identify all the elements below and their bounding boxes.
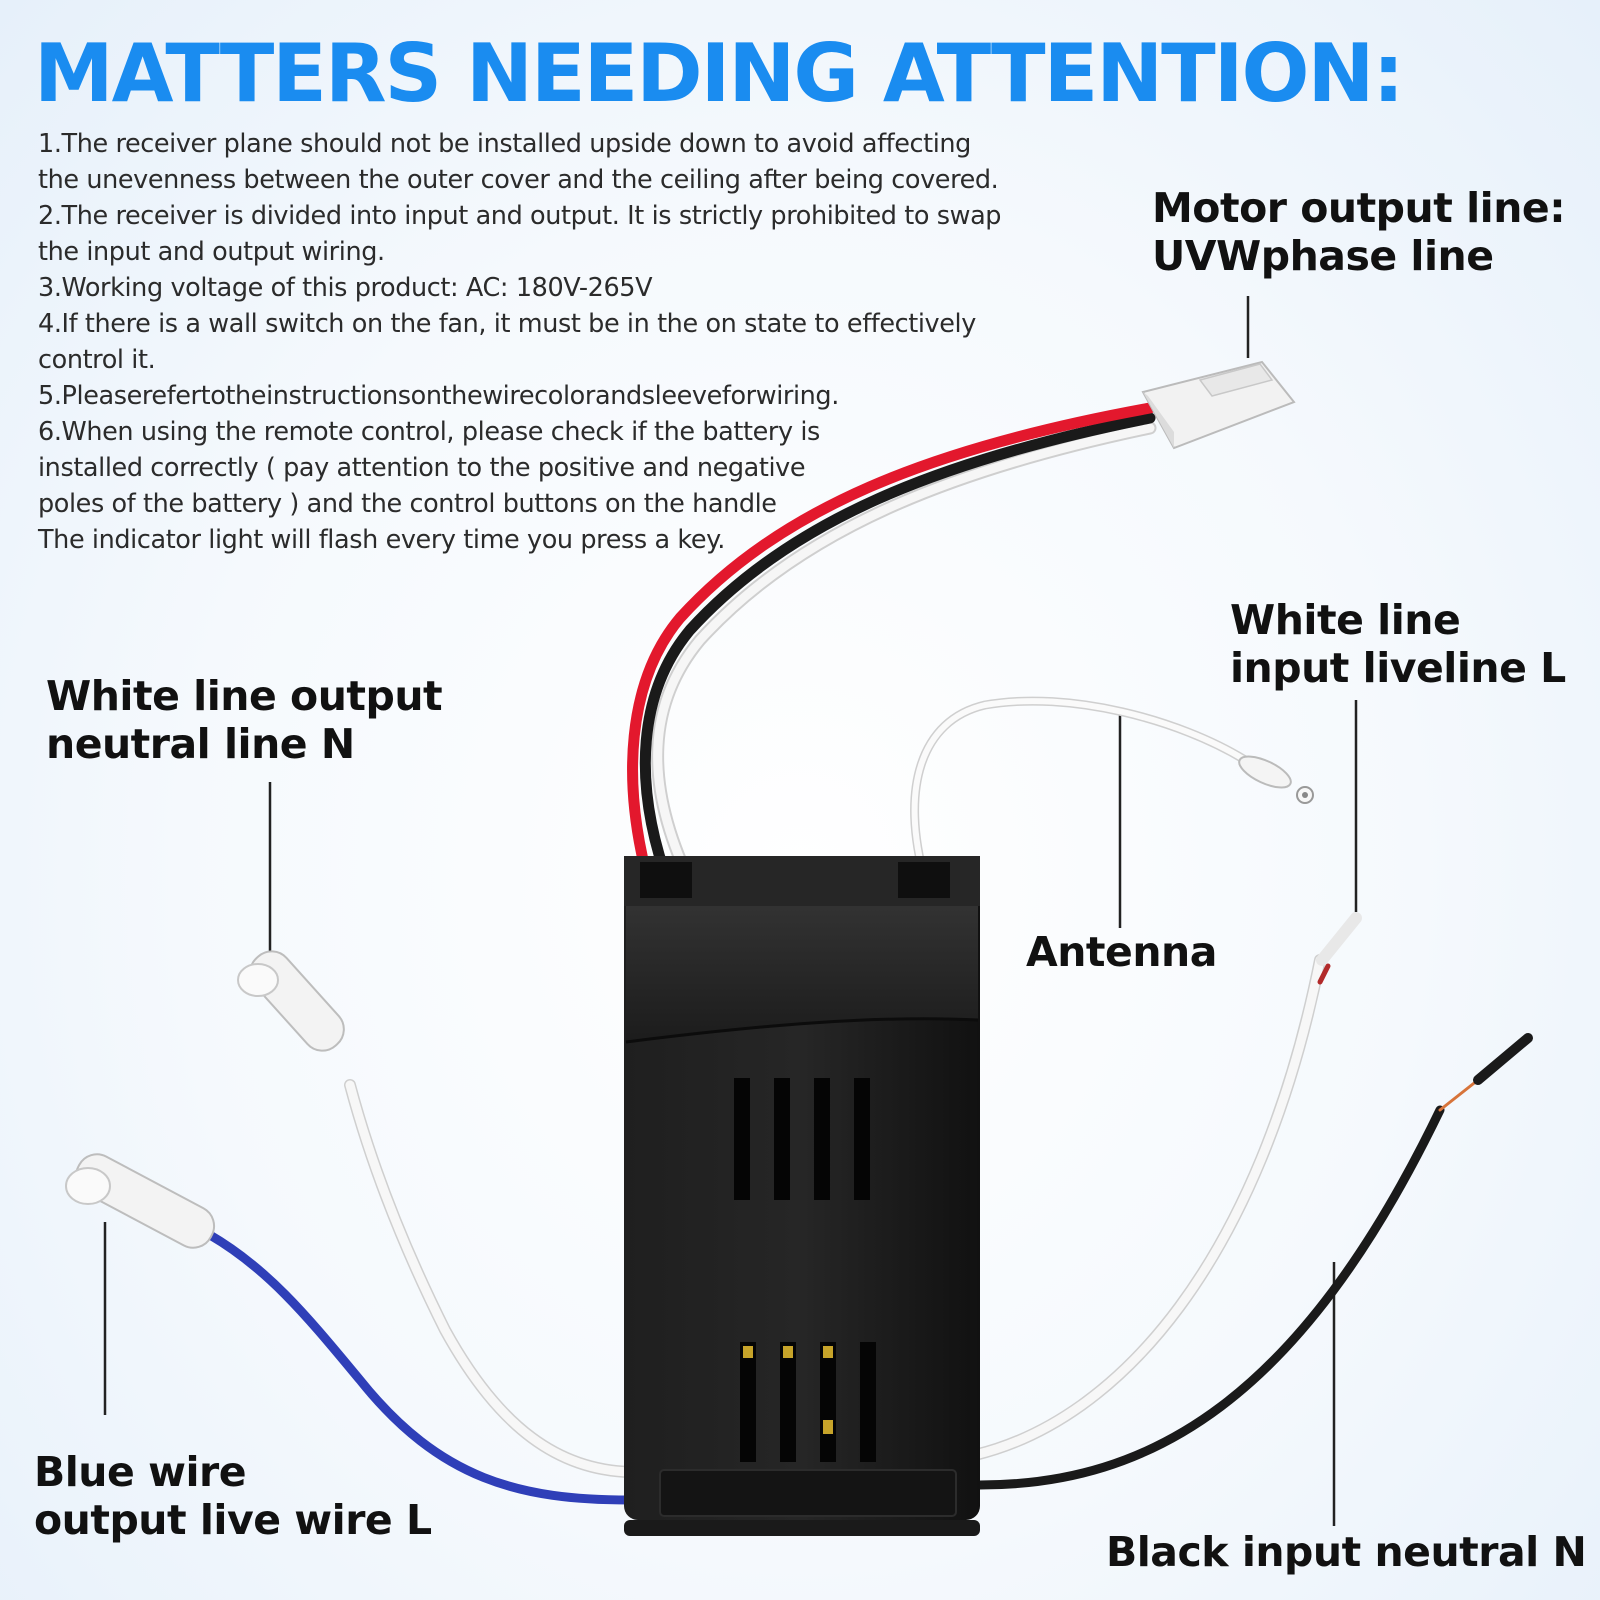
label-line: output live wire L	[34, 1496, 432, 1544]
note-line: 4.If there is a wall switch on the fan, …	[38, 309, 976, 339]
antenna-wire	[910, 696, 1314, 885]
motor-output-bundle	[627, 360, 1296, 895]
page-title: MATTERS NEEDING ATTENTION:	[34, 27, 1404, 120]
note-line: the unevenness between the outer cover a…	[38, 165, 999, 195]
wire-red-motor	[627, 402, 1156, 894]
label-line: Motor output line:	[1152, 184, 1566, 232]
note-line: The indicator light will flash every tim…	[38, 525, 725, 555]
label-line: Blue wire	[34, 1448, 247, 1496]
note-line: 6.When using the remote control, please …	[38, 417, 820, 447]
white-output-wire	[237, 950, 636, 1478]
note-line: installed correctly ( pay attention to t…	[38, 453, 806, 483]
label-line: White line output	[46, 672, 443, 720]
leader-lines	[103, 296, 1358, 1526]
label-line: UVWphase line	[1152, 232, 1494, 280]
label-white-output: White line output neutral line N	[46, 672, 443, 768]
motor-connector	[1141, 360, 1296, 450]
label-motor-output: Motor output line: UVWphase line	[1152, 184, 1566, 280]
note-line: poles of the battery ) and the control b…	[38, 489, 777, 519]
label-line: Antenna	[1026, 928, 1217, 976]
wire-black-motor	[639, 412, 1156, 894]
attention-notes: 1.The receiver plane should not be insta…	[38, 126, 1098, 558]
note-line: the input and output wiring.	[38, 237, 385, 267]
blue-output-wire	[65, 1153, 635, 1505]
note-line: 3.Working voltage of this product: AC: 1…	[38, 273, 653, 303]
white-output-connector	[237, 950, 345, 1052]
note-line: 5.Pleaserefertotheinstructionsonthewirec…	[38, 381, 839, 411]
label-line: input liveline L	[1230, 644, 1566, 692]
label-line: White line	[1230, 596, 1461, 644]
label-black-input: Black input neutral N	[1106, 1528, 1587, 1576]
label-blue-wire: Blue wire output live wire L	[34, 1448, 432, 1544]
upper-vents	[734, 1078, 870, 1200]
note-line: control it.	[38, 345, 156, 375]
label-antenna: Antenna	[1026, 928, 1217, 976]
label-line: neutral line N	[46, 720, 355, 768]
black-input-wire	[975, 1033, 1533, 1490]
blue-output-connector	[65, 1153, 216, 1249]
label-white-input: White line input liveline L	[1230, 596, 1566, 692]
white-input-wire	[969, 912, 1362, 1461]
lower-vents	[740, 1342, 876, 1462]
note-line: 2.The receiver is divided into input and…	[38, 201, 1002, 231]
note-line: 1.The receiver plane should not be insta…	[38, 129, 971, 159]
label-line: Black input neutral N	[1106, 1528, 1587, 1576]
receiver-body	[624, 856, 980, 1536]
